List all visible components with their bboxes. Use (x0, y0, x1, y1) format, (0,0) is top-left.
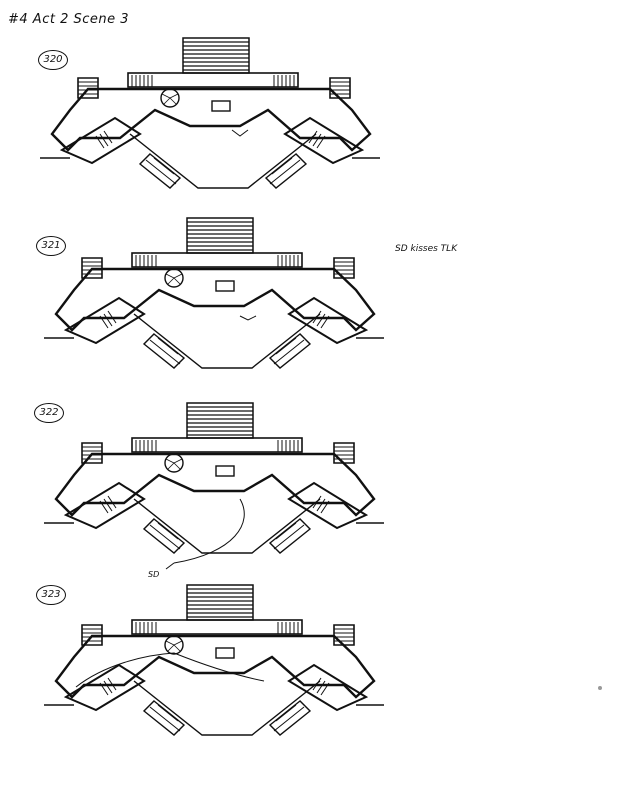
cue-note-322: SD (148, 570, 160, 579)
actor-mark-320 (231, 129, 249, 137)
stage-plan-322 (42, 401, 386, 570)
cue-number-323: 323 (36, 585, 66, 605)
cross-path-322 (173, 498, 245, 564)
page-mark (598, 686, 602, 690)
actor-mark-321 (239, 315, 257, 321)
stage-plan-323 (42, 583, 386, 737)
cue-note-321: SD kisses TLK (395, 244, 458, 254)
cue-number-320: 320 (38, 50, 68, 70)
page-title: #4 Act 2 Scene 3 (8, 12, 130, 27)
stage-plan-320 (38, 36, 382, 190)
stage-plan-321 (42, 216, 386, 370)
cue-number-321: 321 (36, 236, 66, 256)
cross-path-323 (75, 652, 265, 688)
cue-number-322: 322 (34, 403, 64, 423)
